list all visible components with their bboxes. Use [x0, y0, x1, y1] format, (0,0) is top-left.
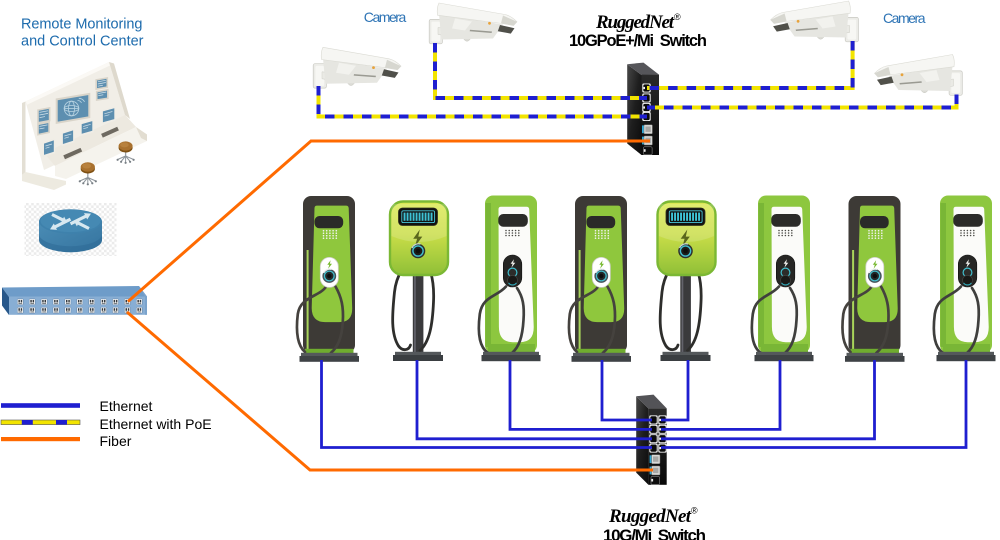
svg-text:®: ® [674, 12, 681, 22]
svg-text:Ethernet with PoE: Ethernet with PoE [100, 416, 212, 432]
svg-text:10GPoE+/Mi Switch: 10GPoE+/Mi Switch [569, 32, 707, 50]
svg-text:Ethernet: Ethernet [100, 398, 153, 414]
svg-text:RuggedNet: RuggedNet [595, 12, 675, 33]
svg-text:RuggedNet: RuggedNet [608, 506, 692, 527]
svg-text:Fiber: Fiber [100, 433, 132, 449]
svg-text:Remote Monitoring: Remote Monitoring [21, 17, 143, 33]
svg-text:10G/Mi Switch: 10G/Mi Switch [603, 526, 706, 540]
svg-text:Camera: Camera [883, 10, 926, 26]
svg-text:®: ® [691, 506, 698, 516]
svg-text:Camera: Camera [364, 9, 407, 25]
svg-text:and Control Center: and Control Center [21, 34, 144, 50]
